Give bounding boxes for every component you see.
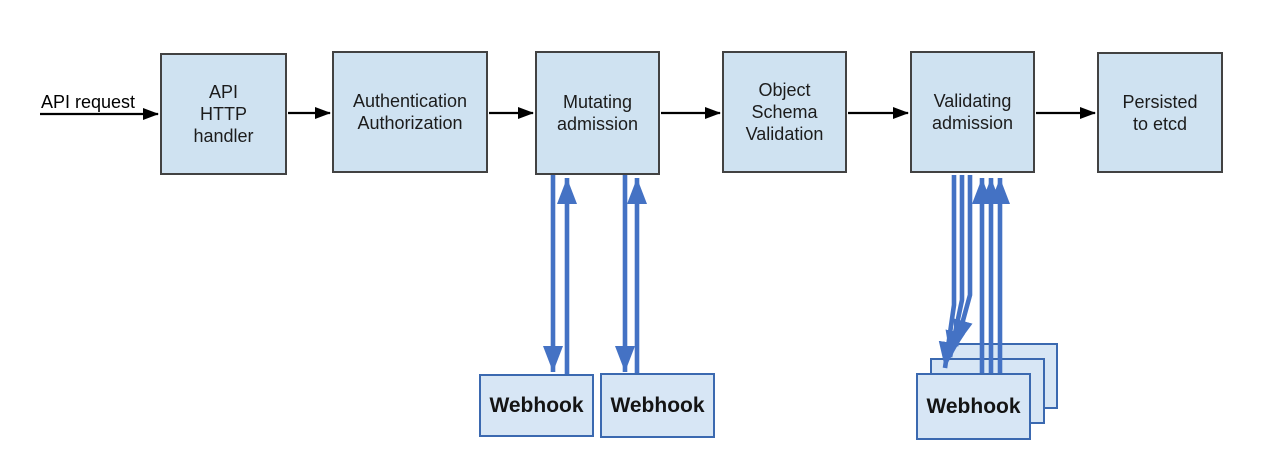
mutating-webhook-arrows xyxy=(543,175,647,375)
mutating-webhook-box-1: Webhook xyxy=(479,374,594,437)
node-validating-admission: Validating admission xyxy=(910,51,1035,173)
validating-webhook-box-front: Webhook xyxy=(916,373,1031,440)
mutating-webhook-box-2: Webhook xyxy=(600,373,715,438)
api-request-label: API request xyxy=(41,92,136,112)
node-persisted-to-etcd: Persisted to etcd xyxy=(1097,52,1223,173)
node-api-http-handler: API HTTP handler xyxy=(160,53,287,175)
node-authentication-authorization: Authentication Authorization xyxy=(332,51,488,173)
node-object-schema-validation: Object Schema Validation xyxy=(722,51,847,173)
node-mutating-admission: Mutating admission xyxy=(535,51,660,175)
